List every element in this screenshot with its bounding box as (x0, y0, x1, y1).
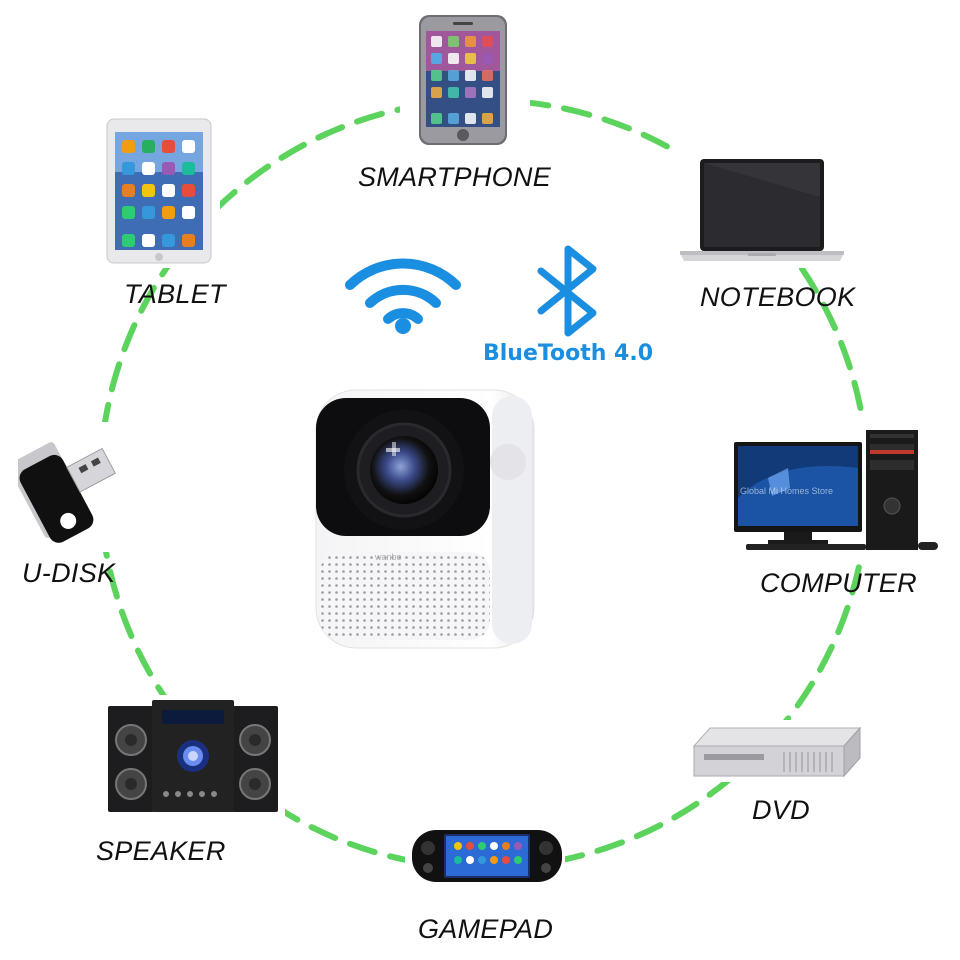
gamepad-icon (412, 830, 562, 882)
gamepad-label: GAMEPAD (418, 914, 554, 944)
speaker-label: SPEAKER (96, 836, 226, 866)
dvd-label: DVD (752, 795, 810, 825)
udisk-label: U-DISK (22, 558, 116, 588)
bluetooth-label: BlueTooth 4.0 (483, 341, 654, 366)
notebook-icon (680, 159, 844, 261)
usb-drive-icon (18, 442, 116, 543)
smartphone-label: SMARTPHONE (358, 162, 552, 192)
computer-label: COMPUTER (760, 568, 917, 598)
bluetooth-icon (537, 245, 597, 337)
tablet-icon (106, 118, 212, 264)
speaker-icon (108, 700, 278, 812)
computer-icon (734, 430, 938, 550)
notebook-label: NOTEBOOK (700, 282, 856, 312)
wifi-icon (345, 258, 461, 334)
watermark-text: Global Mi Homes Store (740, 486, 834, 496)
tablet-label: TABLET (124, 279, 226, 309)
projector-brand-text: wanbo (375, 552, 402, 562)
smartphone-icon (419, 15, 507, 145)
projector-image (315, 389, 535, 649)
dvd-icon (692, 726, 862, 778)
